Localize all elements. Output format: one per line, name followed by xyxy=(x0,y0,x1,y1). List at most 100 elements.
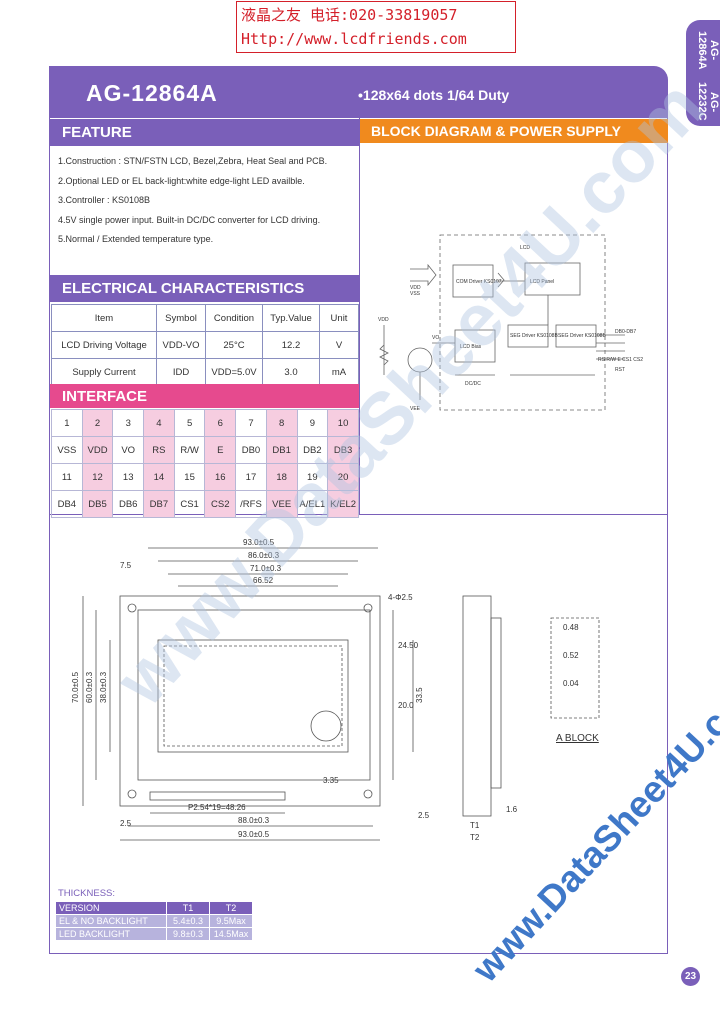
pin-name: VDD xyxy=(81,436,114,464)
table-cell: 5.4±0.3 xyxy=(166,914,210,928)
table-cell: VDD=5.0V xyxy=(205,358,263,386)
dim-pcb-width: 88.0±0.3 xyxy=(238,816,270,825)
vdd-label: VDD xyxy=(378,317,389,323)
pin-number: 11 xyxy=(51,463,83,491)
table-row: EL & NO BACKLIGHT 5.4±0.3 9.5Max xyxy=(55,914,253,928)
pin-name: VSS xyxy=(51,436,83,464)
dim-left-2: 2.5 xyxy=(120,819,132,828)
horizontal-divider xyxy=(49,514,668,515)
seg-driver-2-box xyxy=(555,324,597,348)
spec-subtitle: •128x64 dots 1/64 Duty xyxy=(358,87,510,103)
pin-number: 8 xyxy=(265,409,298,437)
header-cell: Symbol xyxy=(156,304,206,332)
pin-number: 6 xyxy=(204,409,237,437)
ctrl-label: RS R/W E CS1 CS2 xyxy=(598,357,643,363)
thickness-title: THICKNESS: xyxy=(58,888,116,899)
feature-item: 3.Controller : KS0108B xyxy=(58,195,151,205)
pin-header xyxy=(149,791,286,801)
side-model-tab: AG-12864A AG-12232C xyxy=(686,20,720,126)
power-arrow xyxy=(410,263,437,287)
side-tab-model-1: AG-12864A xyxy=(696,30,720,70)
dim-t1: T1 xyxy=(470,821,480,830)
feature-list: 1.Construction : STN/FSTN LCD, Bezel,Zeb… xyxy=(58,152,327,250)
interface-heading: INTERFACE xyxy=(50,384,359,408)
feature-item: 4.5V single power input. Built-in DC/DC … xyxy=(58,214,321,225)
vdd-in-label: VDD xyxy=(410,285,421,291)
mount-hole xyxy=(127,603,137,613)
electrical-table: Item Symbol Condition Typ.Value Unit LCD… xyxy=(51,304,359,386)
vertical-divider xyxy=(359,118,360,514)
com-driver-label: COM Driver KS0107 xyxy=(456,279,502,285)
dim-side-4: 1.6 xyxy=(506,805,518,814)
pin-name-row: DB4 DB5 DB6 DB7 CS1 CS2 /RFS VEE A/EL1 K… xyxy=(51,490,359,518)
table-cell: LCD Driving Voltage xyxy=(51,331,157,359)
seg-driver-1-box xyxy=(507,324,549,348)
header-cell: Typ.Value xyxy=(262,304,320,332)
pin-name: DB7 xyxy=(143,490,175,518)
table-cell: 14.5Max xyxy=(209,927,253,941)
feature-item: 1.Construction : STN/FSTN LCD, Bezel,Zeb… xyxy=(58,156,328,166)
pin-name: CS2 xyxy=(204,490,237,518)
pin-number-row: 1 2 3 4 5 6 7 8 9 10 xyxy=(51,409,359,437)
dim-outer-height: 70.0±0.5 xyxy=(71,671,80,703)
pin-number: 4 xyxy=(143,409,175,437)
mount-hole xyxy=(127,789,137,799)
side-view xyxy=(462,595,492,817)
dim-va-height: 38.0±0.3 xyxy=(99,671,108,703)
table-cell: 25°C xyxy=(205,331,263,359)
pin-number: 12 xyxy=(81,463,114,491)
pin-number: 17 xyxy=(235,463,267,491)
com-driver-box xyxy=(452,264,494,298)
table-cell: Supply Current xyxy=(51,358,157,386)
feature-item: 2.Optional LED or EL back-light:white ed… xyxy=(58,175,305,186)
module-outline xyxy=(439,234,606,411)
pin-name: RS xyxy=(143,436,175,464)
page-number: 23 xyxy=(681,967,700,986)
table-cell: V xyxy=(319,331,359,359)
rst-label: RST xyxy=(615,367,625,373)
table-cell: mA xyxy=(319,358,359,386)
mount-hole xyxy=(363,789,373,799)
side-tab-model-2: AG-12232C xyxy=(696,82,720,122)
table-cell: VDD-VO xyxy=(156,331,206,359)
pin-name: DB3 xyxy=(327,436,359,464)
pin-number: 1 xyxy=(51,409,83,437)
model-title: AG-12864A xyxy=(86,80,218,106)
table-row: Supply Current IDD VDD=5.0V 3.0 mA xyxy=(51,358,359,386)
header-cell: Item xyxy=(51,304,157,332)
vee-label: VEE xyxy=(410,406,421,412)
pin-number: 9 xyxy=(296,409,329,437)
dim-bezel-height: 60.0±0.3 xyxy=(85,671,94,703)
pin-number: 20 xyxy=(327,463,359,491)
lcd-panel-label: LCD Panel xyxy=(530,279,554,285)
stamp-line-1: 液晶之友 电话:020-33819057 xyxy=(241,6,458,24)
mount-hole xyxy=(363,603,373,613)
dim-side-1: 24.50 xyxy=(398,641,419,650)
dim-t2: T2 xyxy=(470,833,480,842)
feature-title: FEATURE xyxy=(62,124,132,141)
pin-name: DB1 xyxy=(265,436,298,464)
dim-va-width: 71.0±0.3 xyxy=(250,564,282,573)
dim-left-1: 7.5 xyxy=(120,561,132,570)
dim-pitch: P2.54*19=48.26 xyxy=(188,803,246,812)
pin-number: 3 xyxy=(112,409,145,437)
table-cell: 12.2 xyxy=(262,331,320,359)
contact-stamp: 液晶之友 电话:020-33819057 Http://www.lcdfrien… xyxy=(236,1,516,53)
table-cell: LED BACKLIGHT xyxy=(55,927,167,941)
header-cell: Condition xyxy=(205,304,263,332)
pin-number: 15 xyxy=(173,463,206,491)
pcb-outline xyxy=(119,595,381,807)
pin-name: VEE xyxy=(265,490,298,518)
pin-name: E xyxy=(204,436,237,464)
header-cell: T1 xyxy=(166,901,210,915)
lcd-bias-box xyxy=(454,329,496,363)
stamp-line-2: Http://www.lcdfriends.com xyxy=(241,30,467,48)
pin-name: VO xyxy=(112,436,145,464)
table-cell: 3.0 xyxy=(262,358,320,386)
interface-table: 1 2 3 4 5 6 7 8 9 10 VSS VDD VO RS R/W E… xyxy=(51,409,359,518)
lcd-label: LCD xyxy=(520,245,530,251)
pin-number-row: 11 12 13 14 15 16 17 18 19 20 xyxy=(51,463,359,491)
seg-driver-2-label: SEG Driver KS0108B xyxy=(558,333,606,339)
pin-name: DB4 xyxy=(51,490,83,518)
pin-number: 5 xyxy=(173,409,206,437)
